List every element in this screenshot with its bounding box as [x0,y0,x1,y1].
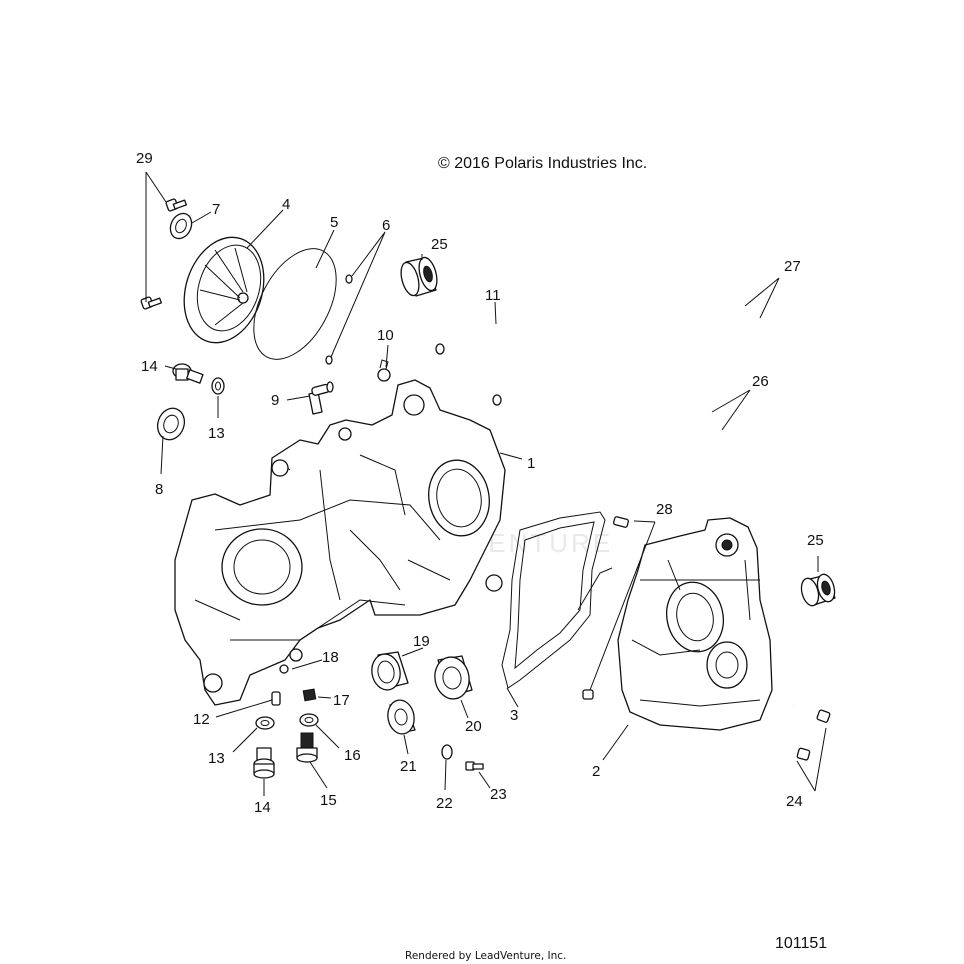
part-26-studs [591,396,732,497]
part-4-cover-plate [183,236,265,344]
part-6-small-o-rings [325,274,353,365]
part-3-gasket [501,511,613,689]
part-12-dowel [271,691,281,706]
part-25-bearing-right [800,573,836,607]
part-25-bearing-upper [400,256,438,297]
part-27-studs [626,288,775,393]
callout-13-lower: 13 [208,750,225,767]
callout-18: 18 [322,649,339,666]
callout-labels: 29 7 4 5 6 25 11 10 9 14 13 8 1 27 26 28… [136,150,824,816]
callout-17: 17 [333,692,350,709]
part-11-hose [435,320,551,406]
part-13-washer-upper [211,377,225,395]
callout-3: 3 [510,707,518,724]
rendered-by-credit: Rendered by LeadVenture, Inc. [405,950,566,962]
callout-16: 16 [344,747,361,764]
callout-2: 2 [592,763,600,780]
callout-4: 4 [282,196,290,213]
callout-19: 19 [413,633,430,650]
callout-8: 8 [155,481,163,498]
callout-24: 24 [786,793,803,810]
callout-25: 25 [431,236,448,253]
callout-13: 13 [208,425,225,442]
callout-14-lower: 14 [254,799,271,816]
diagram-number: 101151 [775,935,827,952]
part-7-seal [169,212,193,240]
part-18-pin [279,664,289,674]
callout-9: 9 [271,392,279,409]
part-23-screw [465,761,484,771]
part-2-crankcase-right [617,517,773,731]
callout-21: 21 [400,758,417,775]
callout-5: 5 [330,214,338,231]
callout-25-right: 25 [807,532,824,549]
callout-23: 23 [490,786,507,803]
part-29-screws [140,198,187,310]
part-13-washer-lower [255,716,275,730]
callout-28: 28 [656,501,673,518]
part-9-fitting [308,381,334,415]
copyright-notice: © 2016 Polaris Industries Inc. [438,155,647,172]
callout-12: 12 [193,711,210,728]
part-5-o-ring [253,248,337,360]
callout-7: 7 [212,201,220,218]
callout-22: 22 [436,795,453,812]
callout-1: 1 [527,455,535,472]
part-14-plug-lower [253,747,275,779]
callout-14: 14 [141,358,158,375]
part-15-drain-plug [296,732,318,763]
callout-27: 27 [784,258,801,275]
callout-11: 11 [485,287,501,304]
part-1-crankcase-left [174,379,506,706]
part-21-bearing [387,699,416,735]
callout-10: 10 [377,327,394,344]
callout-26: 26 [752,373,769,390]
part-24-bolts [736,703,831,761]
part-10-clamp [377,359,391,382]
part-16-washer [299,713,319,727]
part-28-dowels [582,516,629,700]
part-19-bearing [371,651,409,691]
callout-29: 29 [136,150,153,167]
part-17-spring [302,688,317,702]
part-14-plug-upper [172,363,204,384]
part-8-seal [156,407,186,441]
part-22-washer [441,744,453,760]
leader-lines [145,171,827,796]
part-20-bearing [434,655,473,700]
callout-20: 20 [465,718,482,735]
callout-15: 15 [320,792,337,809]
callout-6: 6 [382,217,390,234]
